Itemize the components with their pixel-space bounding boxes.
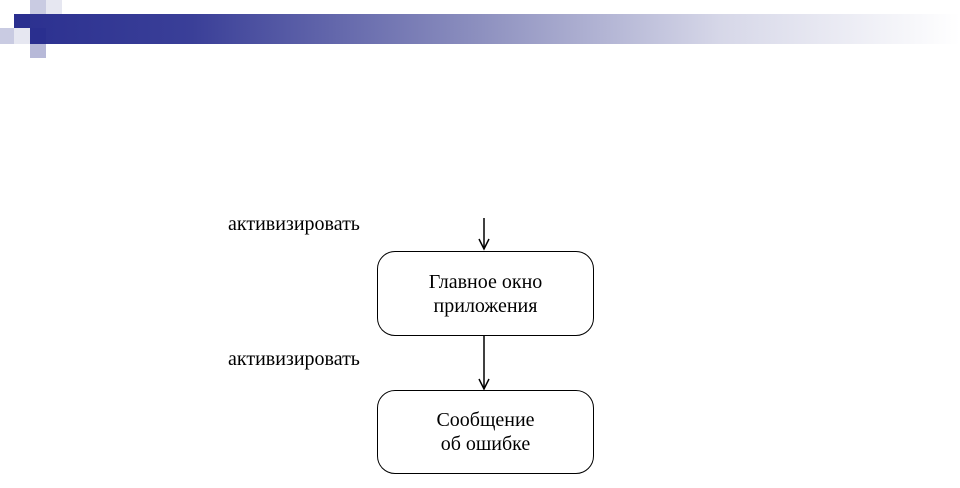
state-error-message-line1: Сообщение — [436, 409, 535, 431]
transition-arrowhead — [478, 378, 490, 391]
decor-square — [0, 14, 14, 28]
state-main-window-line2: приложения — [433, 294, 538, 317]
state-main-window: Главное окно приложения — [377, 251, 594, 336]
transition-label-activate-1: активизировать — [228, 213, 360, 235]
decor-square — [14, 14, 30, 28]
state-error-message-line2: об ошибке — [440, 433, 531, 455]
decor-square — [0, 28, 14, 44]
decor-square — [30, 44, 46, 58]
initial-transition-arrowhead — [478, 238, 490, 251]
decor-square — [30, 0, 46, 14]
decor-square — [14, 28, 30, 44]
state-main-window-line1: Главное окно — [428, 270, 543, 293]
state-error-message: Сообщение об ошибке — [377, 390, 594, 474]
transition-label-activate-2: активизировать — [228, 348, 360, 370]
decor-square — [30, 28, 46, 44]
decor-square — [46, 0, 62, 14]
header-gradient-bar — [0, 14, 960, 44]
